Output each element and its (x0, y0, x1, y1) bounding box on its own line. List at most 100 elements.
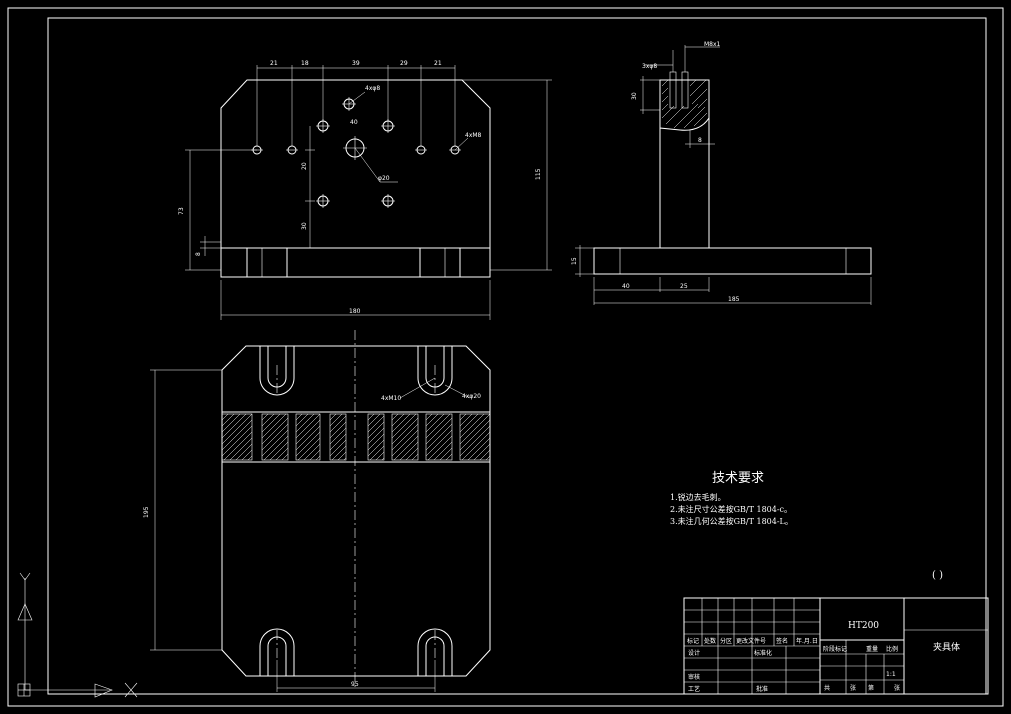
hatch-line (329, 413, 337, 421)
hatch-line (261, 413, 269, 421)
tb-approve: 批准 (756, 685, 768, 693)
dim-30: 30 (301, 222, 308, 230)
tb-stage: 阶段标记 (823, 645, 847, 653)
tech-item-1: 1.锐边去毛刺。 (670, 492, 726, 502)
tb-docno: 更改文件号 (736, 637, 766, 645)
dim-29: 29 (400, 60, 408, 67)
hatch-line (367, 413, 381, 427)
hatch-line (295, 419, 321, 445)
tb-page: 第 (868, 684, 874, 692)
hatch-line (367, 413, 375, 421)
label-phi-right: 4xM8 (465, 132, 482, 139)
hatch-line (367, 439, 385, 457)
top-label-c1: 4xM10 (381, 395, 401, 402)
bracket-label: ( ) (932, 570, 943, 581)
hatch-block (221, 413, 253, 461)
tb-weight: 重量 (866, 645, 878, 653)
tb-design: 设计 (688, 649, 700, 657)
tb-standard: 标准化 (754, 649, 772, 657)
side-dim-25: 25 (680, 283, 688, 290)
hatch-line (411, 453, 419, 461)
hatch-line (399, 441, 419, 461)
top-outline (221, 345, 491, 677)
tech-item-3: 3.未注几何公差按GB/T 1804-L。 (670, 516, 793, 526)
hatch-line (297, 437, 321, 461)
hatch-line (295, 413, 315, 433)
tb-sign: 签名 (776, 637, 788, 645)
dim-18: 18 (301, 60, 309, 67)
hatch-line (381, 457, 385, 461)
hatch-line (329, 427, 347, 445)
side-view: 3xφ8 M8x1 30 8 15 40 25 185 (571, 41, 872, 305)
tb-page2: 张 (894, 684, 900, 692)
hatch-line (391, 413, 417, 439)
hatch-line (391, 413, 411, 433)
side-dim-185: 185 (728, 296, 740, 303)
hatch-line (221, 419, 253, 451)
hatch-line (261, 423, 289, 451)
hatch-line (459, 413, 479, 433)
tb-ratio: 比例 (886, 645, 898, 653)
hatch-line (221, 413, 241, 433)
label-phi-big: φ20 (378, 175, 390, 182)
hatch-line (459, 413, 467, 421)
hatch-line (263, 435, 289, 461)
hatch-line (367, 421, 385, 439)
hatch-line (221, 413, 253, 445)
hatch-line (295, 413, 321, 439)
top-view: 195 95 4xM10 4xφ20 (143, 330, 491, 692)
hatch-line (439, 447, 453, 461)
dim-20: 20 (301, 162, 308, 170)
tb-process: 工艺 (688, 685, 700, 693)
dim-21a: 21 (270, 60, 278, 67)
hatch-block (367, 413, 385, 461)
hatch-line (425, 413, 433, 421)
top-dim-195: 195 (143, 506, 150, 518)
hatch-line (295, 413, 303, 421)
hatch-line (275, 447, 289, 461)
tb-total: 共 (824, 684, 830, 692)
inner-border (47, 17, 987, 695)
tb-material: HT200 (848, 621, 879, 631)
hatch-line (391, 413, 405, 427)
hatch-line (329, 415, 347, 433)
hatch-line (467, 437, 491, 461)
hatch-block (425, 413, 453, 461)
hatch-line (329, 433, 347, 451)
tb-part-name: 夹具体 (933, 641, 960, 653)
title-block: 标记 处数 分区 更改文件号 签名 年.月.日 设计 标准化 审核 工艺 批准 … (683, 597, 989, 695)
side-top-b: 3xφ8 (642, 63, 657, 70)
hatch-line (261, 413, 275, 427)
hatch-line (391, 413, 399, 421)
hatch-line (221, 413, 235, 427)
side-dim-40: 40 (622, 283, 630, 290)
tech-title: 技术要求 (712, 471, 764, 486)
ucs-icon (17, 572, 138, 698)
label-phi-small: 4xφ8 (365, 85, 380, 92)
hatch-line (425, 413, 445, 433)
hatch-line (247, 455, 253, 461)
hatch-line (445, 453, 453, 461)
hatch-line (337, 451, 347, 461)
hatch-line (229, 437, 253, 461)
hatch-line (329, 421, 347, 439)
dim-40: 40 (350, 119, 358, 126)
hatch-line (221, 425, 253, 457)
hatch-line (315, 455, 321, 461)
hatch-line (425, 423, 453, 451)
side-hatch (661, 79, 708, 129)
top-label-c2: 4xφ20 (462, 393, 481, 400)
dim-21b: 21 (434, 60, 442, 67)
dim-180: 180 (349, 308, 361, 315)
tb-scale: 1:1 (886, 671, 896, 678)
dim-39: 39 (352, 60, 360, 67)
hatch-line (241, 449, 253, 461)
hatch-line (261, 429, 289, 457)
hatch-line (329, 439, 347, 457)
hatch-line (473, 443, 491, 461)
tb-date: 年.月.日 (796, 637, 818, 645)
front-outline (220, 79, 491, 278)
hatch-line (433, 441, 453, 461)
hatch-line (367, 433, 385, 451)
